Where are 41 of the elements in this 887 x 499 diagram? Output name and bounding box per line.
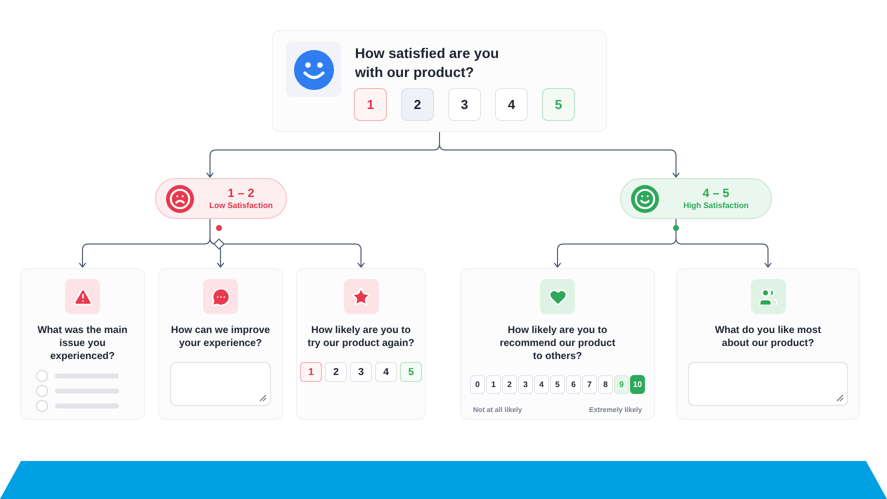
score-range: 4 – 5	[702, 186, 730, 200]
rating-option: 10	[630, 375, 645, 394]
question-card	[272, 30, 607, 132]
rating-option: 1	[486, 375, 501, 394]
connector-arrow	[210, 218, 365, 268]
question-text: How satisfied are you with our product?	[355, 44, 500, 82]
question-text: What was the main issue you experienced?	[36, 324, 128, 363]
question-card	[676, 268, 860, 420]
rating-option: 2	[325, 362, 347, 382]
rating-option: 2	[502, 375, 517, 394]
rating-option: 3	[518, 375, 533, 394]
rating-option: 7	[582, 375, 597, 394]
score-range: 1 – 2	[228, 186, 254, 200]
rating-option: 8	[598, 375, 613, 394]
question-text: How likely are you to recommend our product to others?	[498, 324, 616, 363]
rating-option: 5	[542, 88, 575, 121]
question-text: How likely are you to try our product again?	[306, 324, 416, 350]
question-card	[158, 268, 283, 420]
rating-option: 1	[300, 362, 322, 382]
rating-option: 4	[375, 362, 397, 382]
rating-option: 5	[400, 362, 422, 382]
rating-option: 6	[566, 375, 581, 394]
rating-option: 3	[448, 88, 481, 121]
question-text: How can we improve your experience?	[170, 324, 271, 350]
satisfaction-label: High Satisfaction	[683, 200, 749, 211]
question-card	[460, 268, 655, 420]
satisfaction-pill	[620, 178, 772, 219]
satisfaction-label: Low Satisfaction	[209, 200, 273, 211]
question-text: What do you like most about our product?	[714, 324, 822, 350]
question-card	[296, 268, 426, 420]
rating-option: 4	[495, 88, 528, 121]
rating-option: 9	[614, 375, 629, 394]
satisfaction-pill	[155, 178, 287, 219]
rating-option: 1	[354, 88, 387, 121]
rating-option: 5	[550, 375, 565, 394]
connector-arrow	[439, 132, 680, 178]
rating-option: 2	[401, 88, 434, 121]
question-card	[20, 268, 145, 420]
rating-option: 3	[350, 362, 372, 382]
rating-option: 0	[470, 375, 485, 394]
rating-option: 4	[534, 375, 549, 394]
